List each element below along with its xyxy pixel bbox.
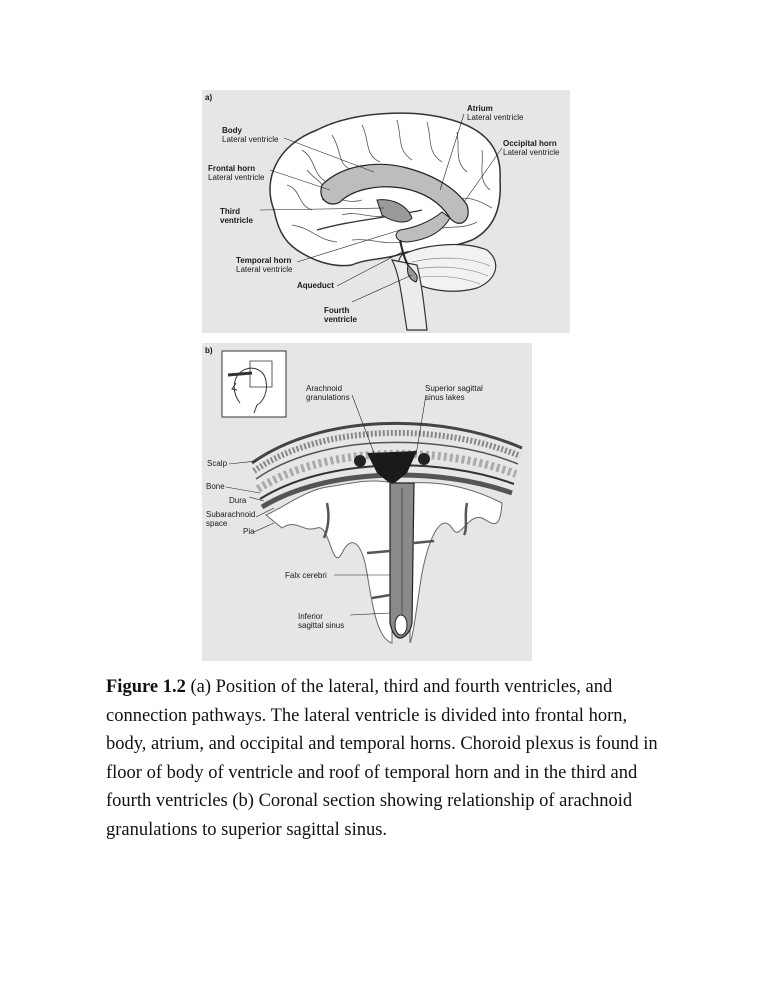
label-bone: Bone — [206, 482, 225, 491]
label-arachnoid-granulations: Arachnoid granulations — [306, 384, 350, 402]
label-inferior-sagittal-sinus: Inferior sagittal sinus — [298, 612, 344, 630]
label-third-ventricle: Third ventricle — [220, 207, 253, 225]
figure-a-panel: a) Body Lateral ventricle Frontal horn L… — [202, 90, 570, 333]
label-temporal-horn: Temporal horn Lateral ventricle — [236, 256, 292, 274]
label-atrium: Atrium Lateral ventricle — [467, 104, 523, 122]
label-subarachnoid-space: Subarachnoid space — [206, 510, 255, 528]
figure-number: Figure 1.2 — [106, 677, 186, 697]
label-frontal-horn: Frontal horn Lateral ventricle — [208, 164, 264, 182]
label-falx-cerebri: Falx cerebri — [285, 571, 327, 580]
label-pia: Pia — [243, 527, 255, 536]
label-scalp: Scalp — [207, 459, 227, 468]
label-fourth-ventricle: Fourth ventricle — [324, 306, 357, 324]
label-occipital-horn: Occipital horn Lateral ventricle — [503, 139, 559, 157]
label-body: Body Lateral ventricle — [222, 126, 278, 144]
caption-text: (a) Position of the lateral, third and f… — [106, 677, 658, 840]
figure-caption: Figure 1.2 (a) Position of the lateral, … — [106, 673, 666, 844]
panel-a-label: a) — [205, 93, 212, 102]
label-dura: Dura — [229, 496, 246, 505]
panel-b-label: b) — [205, 346, 213, 355]
label-aqueduct: Aqueduct — [297, 281, 334, 290]
label-superior-sagittal-sinus: Superior sagittal sinus lakes — [425, 384, 483, 402]
figure-b-panel: b) Arachnoid granulations Superior sagit… — [202, 343, 532, 661]
